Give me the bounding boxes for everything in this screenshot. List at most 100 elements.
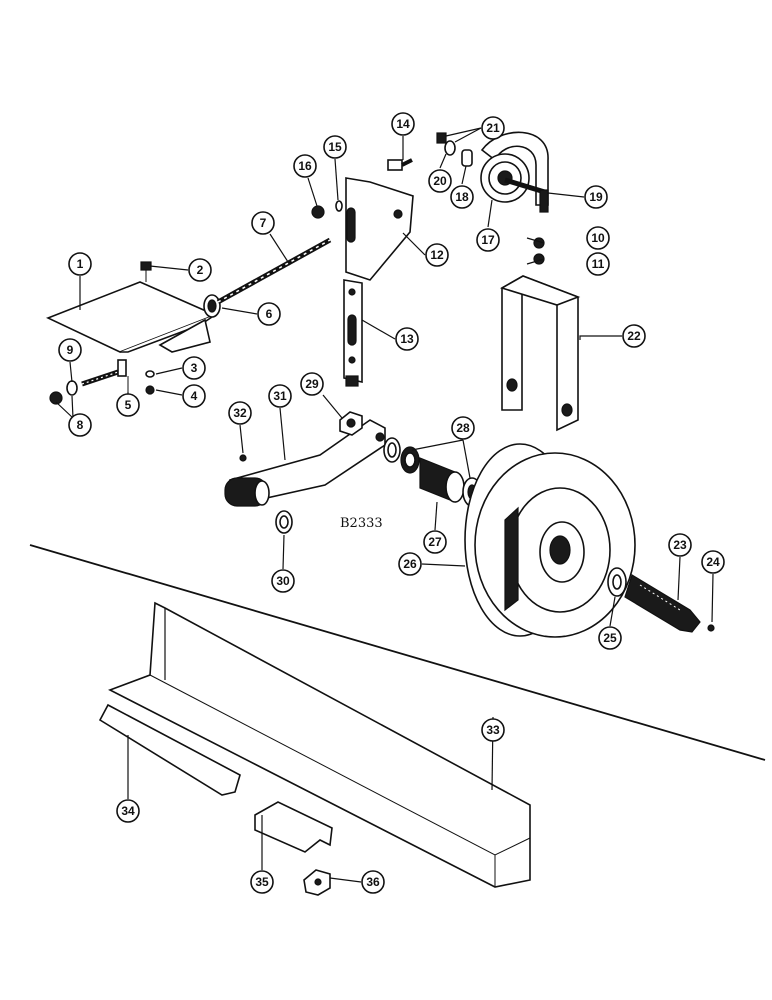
svg-text:31: 31 xyxy=(273,389,287,403)
part-idler-arm-17-21 xyxy=(436,131,549,265)
svg-text:8: 8 xyxy=(77,418,84,432)
svg-text:11: 11 xyxy=(592,257,605,271)
part-fasteners-14-15-16 xyxy=(311,158,413,219)
svg-text:35: 35 xyxy=(255,875,269,889)
svg-text:28: 28 xyxy=(456,421,470,435)
callout-13: 13 xyxy=(395,327,419,351)
part-shaft-23 xyxy=(624,574,701,633)
callout-3: 3 xyxy=(182,356,206,380)
part-clamp-36 xyxy=(303,869,331,896)
svg-text:6: 6 xyxy=(266,307,273,321)
svg-text:1: 1 xyxy=(77,257,84,271)
callout-29: 29 xyxy=(300,372,324,396)
leader-lines xyxy=(55,127,714,883)
svg-text:7: 7 xyxy=(260,216,267,230)
part-arm-31 xyxy=(224,419,386,507)
part-washer-30 xyxy=(275,510,293,534)
svg-text:24: 24 xyxy=(706,555,720,569)
callout-31: 31 xyxy=(268,384,292,408)
part-angle-34 xyxy=(98,703,241,796)
callout-17: 17 xyxy=(476,228,500,252)
part-cover-plate xyxy=(45,281,218,353)
callout-20: 20 xyxy=(428,169,452,193)
callout-26: 26 xyxy=(398,552,422,576)
part-bearing-set-27-28 xyxy=(383,437,482,507)
svg-text:26: 26 xyxy=(403,557,417,571)
svg-text:34: 34 xyxy=(121,804,135,818)
svg-text:32: 32 xyxy=(233,406,247,420)
callout-28: 28 xyxy=(451,416,475,440)
callout-10: 10 xyxy=(586,226,610,250)
svg-text:12: 12 xyxy=(430,248,444,262)
svg-text:36: 36 xyxy=(366,875,380,889)
callout-21: 21 xyxy=(481,116,505,140)
svg-text:33: 33 xyxy=(486,723,500,737)
callout-8: 8 xyxy=(68,413,92,437)
svg-text:22: 22 xyxy=(627,329,641,343)
part-bolt-assembly-8-9 xyxy=(49,359,127,405)
svg-text:16: 16 xyxy=(298,159,312,173)
svg-text:9: 9 xyxy=(67,343,74,357)
part-u-bracket-22 xyxy=(500,275,581,432)
drawing-code: B2333 xyxy=(340,516,383,531)
part-cotter-24 xyxy=(707,624,715,632)
section-divider-line xyxy=(29,544,766,761)
part-washer-25 xyxy=(607,567,627,597)
part-clip-35 xyxy=(254,801,333,853)
part-bracket-12 xyxy=(345,177,414,281)
callout-36: 36 xyxy=(361,870,385,894)
callout-32: 32 xyxy=(228,401,252,425)
svg-text:29: 29 xyxy=(305,377,319,391)
callout-12: 12 xyxy=(425,243,449,267)
callout-23: 23 xyxy=(668,533,692,557)
callout-27: 27 xyxy=(423,530,447,554)
callout-30: 30 xyxy=(271,569,295,593)
svg-text:20: 20 xyxy=(433,174,447,188)
callout-14: 14 xyxy=(391,112,415,136)
svg-text:30: 30 xyxy=(276,574,290,588)
part-bolt-2 xyxy=(140,261,152,282)
part-small-fasteners-3-4-5 xyxy=(127,370,155,395)
svg-text:18: 18 xyxy=(455,190,469,204)
callout-4: 4 xyxy=(182,384,206,408)
callout-15: 15 xyxy=(323,135,347,159)
callout-2: 2 xyxy=(188,258,212,282)
callout-1: 1 xyxy=(68,252,92,276)
part-strap-13 xyxy=(343,279,363,387)
svg-text:14: 14 xyxy=(396,117,410,131)
callout-9: 9 xyxy=(58,338,82,362)
callout-35: 35 xyxy=(250,870,274,894)
part-sheave-26 xyxy=(464,443,636,638)
callout-11: 11 xyxy=(586,252,610,276)
part-angle-33 xyxy=(108,601,531,888)
svg-text:13: 13 xyxy=(400,332,414,346)
callout-5: 5 xyxy=(116,393,140,417)
svg-text:10: 10 xyxy=(591,231,605,245)
callout-24: 24 xyxy=(701,550,725,574)
svg-text:4: 4 xyxy=(191,389,198,403)
svg-text:19: 19 xyxy=(589,190,603,204)
part-bushing-6 xyxy=(203,294,221,318)
svg-text:17: 17 xyxy=(481,233,495,247)
part-nut-29 xyxy=(339,411,363,436)
part-pin-32 xyxy=(239,454,247,462)
callout-22: 22 xyxy=(622,324,646,348)
callout-33: 33 xyxy=(481,718,505,742)
callout-6: 6 xyxy=(257,302,281,326)
part-rod-7 xyxy=(216,237,332,305)
callout-18: 18 xyxy=(450,185,474,209)
svg-text:21: 21 xyxy=(486,121,500,135)
callout-34: 34 xyxy=(116,799,140,823)
svg-text:23: 23 xyxy=(673,538,687,552)
callout-16: 16 xyxy=(293,154,317,178)
svg-text:2: 2 xyxy=(197,263,204,277)
svg-text:25: 25 xyxy=(603,631,617,645)
svg-text:5: 5 xyxy=(125,398,132,412)
callout-19: 19 xyxy=(584,185,608,209)
svg-text:27: 27 xyxy=(428,535,442,549)
callout-7: 7 xyxy=(251,211,275,235)
callout-25: 25 xyxy=(598,626,622,650)
svg-text:3: 3 xyxy=(191,361,198,375)
svg-text:15: 15 xyxy=(328,140,342,154)
